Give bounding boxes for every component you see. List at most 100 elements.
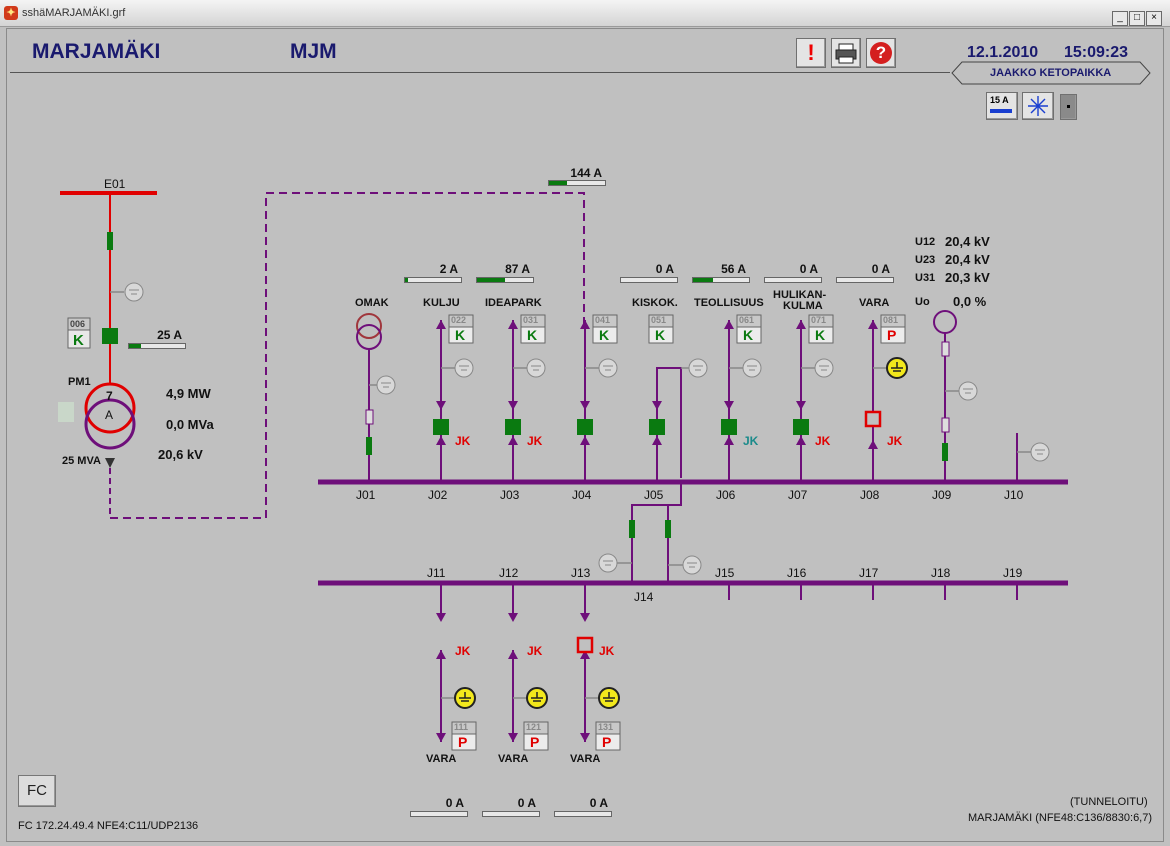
transformer-voltage: 20,6 kV (158, 447, 203, 462)
transformer-arrow-icon (105, 458, 115, 468)
date-display: 12.1.2010 (967, 44, 1039, 61)
bay-label-j04: J04 (572, 488, 592, 502)
coupler-disconnector-2[interactable] (665, 520, 671, 538)
disconnector[interactable] (366, 437, 372, 455)
feeder-current: 0 A (655, 262, 674, 276)
arrow-up-icon (796, 320, 806, 329)
breaker[interactable] (721, 419, 737, 435)
breaker[interactable] (864, 410, 882, 428)
feeder-current: 56 A (721, 262, 746, 276)
arrow-up-icon (508, 320, 518, 329)
upper_feeders.5-box[interactable] (736, 326, 762, 344)
feeder-name-line2: KULMA (783, 300, 823, 312)
voltage-transformer-icon (933, 310, 957, 334)
print-button[interactable] (831, 38, 861, 68)
lower_feeders.0-box[interactable] (451, 733, 477, 751)
arrow-up-icon (580, 650, 590, 659)
reclose-indicator: JK (599, 644, 615, 658)
feeder-current: 0 A (517, 796, 536, 810)
tie-connection (110, 192, 585, 519)
transformer-tap: 7 (106, 389, 113, 403)
breaker[interactable] (793, 419, 809, 435)
arrow-down-icon (436, 613, 446, 622)
disconnector-e01[interactable] (107, 232, 113, 250)
breaker-e01[interactable] (102, 328, 118, 344)
arrow-down-icon (436, 733, 446, 742)
feeder-current-bar (836, 277, 894, 283)
feeder-name: VARA (498, 753, 529, 765)
earth-icon (814, 358, 834, 378)
help-icon: ? (870, 42, 892, 64)
arrow-up-icon (436, 650, 446, 659)
limit-indicator-button[interactable]: 15 A (986, 92, 1018, 120)
limit-label: 15 A (990, 95, 1009, 105)
lower_feeders.2-box-number: 131 (598, 722, 614, 732)
lower_feeders.0-box-number: 111 (454, 722, 469, 732)
coupler-disconnector-1[interactable] (629, 520, 635, 538)
earth-icon (526, 358, 546, 378)
active-power: 4,9 MW (166, 386, 211, 401)
network-view-button[interactable] (1022, 92, 1054, 120)
feeder-name: TEOLLISUUS (694, 297, 764, 309)
lower_feeders.2-box[interactable] (595, 733, 621, 751)
reclose-indicator: JK (455, 644, 471, 658)
breaker[interactable] (505, 419, 521, 435)
upper_feeders.6-box-state: K (815, 327, 826, 343)
bay-label-j01: J01 (356, 488, 376, 502)
earth-icon (958, 381, 978, 401)
arrow-down-icon (508, 613, 518, 622)
help-button[interactable]: ? (866, 38, 896, 68)
breaker[interactable] (576, 636, 594, 654)
bay-label-j10: J10 (1004, 488, 1024, 502)
feeder-current-bar (620, 277, 678, 283)
breaker[interactable] (577, 419, 593, 435)
earth-icon (682, 555, 702, 575)
feeder-name: HULIKAN- (773, 289, 827, 301)
upper_feeders.3-box[interactable] (592, 326, 618, 344)
u23-label: U23 (915, 254, 936, 266)
tie-current-bar (548, 180, 606, 186)
arrow-down-icon (580, 613, 590, 622)
bay-label-j18: J18 (931, 566, 951, 580)
upper_feeders.1-box-state: K (455, 327, 466, 343)
reactive-power: 0,0 MVa (166, 417, 214, 432)
transformer-secondary-winding (84, 398, 136, 450)
upper_feeders.3-box-number: 041 (595, 315, 611, 325)
feeder-current-bar (476, 277, 534, 283)
breaker[interactable] (433, 419, 449, 435)
lower_feeders.1-box[interactable] (523, 733, 549, 751)
feeder-current-bar (692, 277, 750, 283)
feeder-current-bar (764, 277, 822, 283)
feeder-name: OMAK (355, 297, 389, 309)
u12-value: 20,4 kV (945, 234, 990, 249)
breaker[interactable] (649, 419, 665, 435)
fc-button[interactable]: FC (18, 775, 56, 807)
scroll-handle[interactable] (1060, 94, 1077, 120)
upper_feeders.1-box[interactable] (448, 326, 474, 344)
bay-label-j06: J06 (716, 488, 736, 502)
arrow-up-icon (580, 436, 590, 445)
alarm-button[interactable]: ! (796, 38, 826, 68)
fuse-icon (941, 417, 950, 433)
uo-label: Uo (915, 296, 930, 308)
bay-label-j05: J05 (644, 488, 664, 502)
maximize-button[interactable]: □ (1129, 11, 1145, 26)
earth-icon (454, 358, 474, 378)
header-divider (10, 72, 950, 73)
arrow-down-icon (436, 401, 446, 410)
u31-value: 20,3 kV (945, 270, 990, 285)
close-button[interactable]: × (1146, 11, 1162, 26)
upper_feeders.6-box[interactable] (808, 326, 834, 344)
upper_feeders.2-box[interactable] (520, 326, 546, 344)
upper_feeders.7-box[interactable] (880, 326, 906, 344)
bay-label-j08: J08 (860, 488, 880, 502)
arrow-up-icon (436, 436, 446, 445)
disconnector[interactable] (942, 443, 948, 461)
reclose-indicator: JK (527, 644, 543, 658)
upper_feeders.7-box-number: 081 (883, 315, 899, 325)
upper_feeders.4-box[interactable] (648, 326, 674, 344)
feeder-name: IDEAPARK (485, 297, 542, 309)
minimize-button[interactable]: _ (1112, 11, 1128, 26)
feeder-current-bar (404, 277, 462, 283)
